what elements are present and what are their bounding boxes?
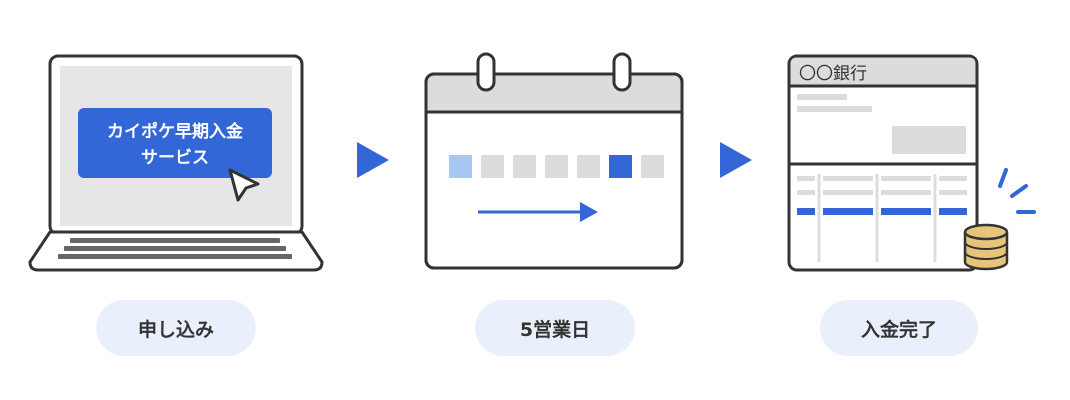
arrow-right-icon [720, 142, 752, 178]
service-button: カイポケ早期入金 サービス [78, 108, 272, 178]
arrow-right-icon [357, 142, 389, 178]
sparkle-icon [998, 168, 1036, 214]
ledger-table [797, 174, 967, 262]
step-label-apply: 申し込み [96, 300, 256, 356]
coin-stack-icon [963, 223, 1009, 271]
step-label-business-days: 5営業日 [475, 300, 635, 356]
cursor-icon [228, 168, 260, 202]
calendar-illustration [424, 52, 684, 270]
calendar-ring-left [476, 52, 496, 92]
step-label-complete: 入金完了 [820, 300, 978, 356]
service-button-line1: カイポケ早期入金 [107, 121, 244, 142]
bank-name: 〇〇銀行 [799, 64, 867, 84]
calendar-days [449, 155, 664, 178]
bank-passbook-illustration: 〇〇銀行 [787, 54, 1036, 272]
laptop-illustration: カイポケ早期入金 サービス [28, 54, 324, 272]
service-button-line2: サービス [141, 148, 209, 168]
progress-arrow-icon [580, 202, 598, 222]
keyboard [58, 238, 292, 259]
calendar-ring-right [612, 52, 632, 92]
